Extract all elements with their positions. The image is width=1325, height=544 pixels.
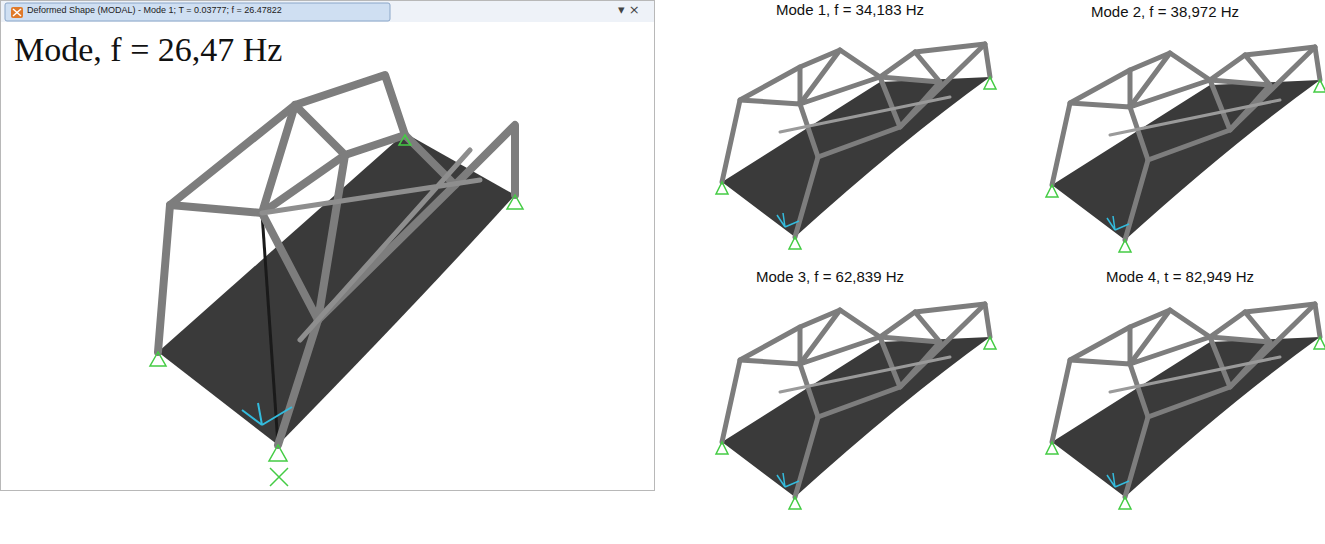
mode-title: Mode 1, f = 34,183 Hz [776, 1, 924, 18]
window-tab-title: Deformed Shape (MODAL) - Mode 1; T = 0.0… [27, 5, 282, 15]
mode-title: Mode 4, t = 82,949 Hz [1106, 268, 1254, 285]
mode-title: Mode 2, f = 38,972 Hz [1091, 3, 1239, 20]
window-controls: ▾ × [618, 3, 640, 18]
mode-frequency-heading: Mode, f = 26,47 Hz [14, 30, 282, 69]
mode-title: Mode 3, f = 62,839 Hz [756, 268, 904, 285]
